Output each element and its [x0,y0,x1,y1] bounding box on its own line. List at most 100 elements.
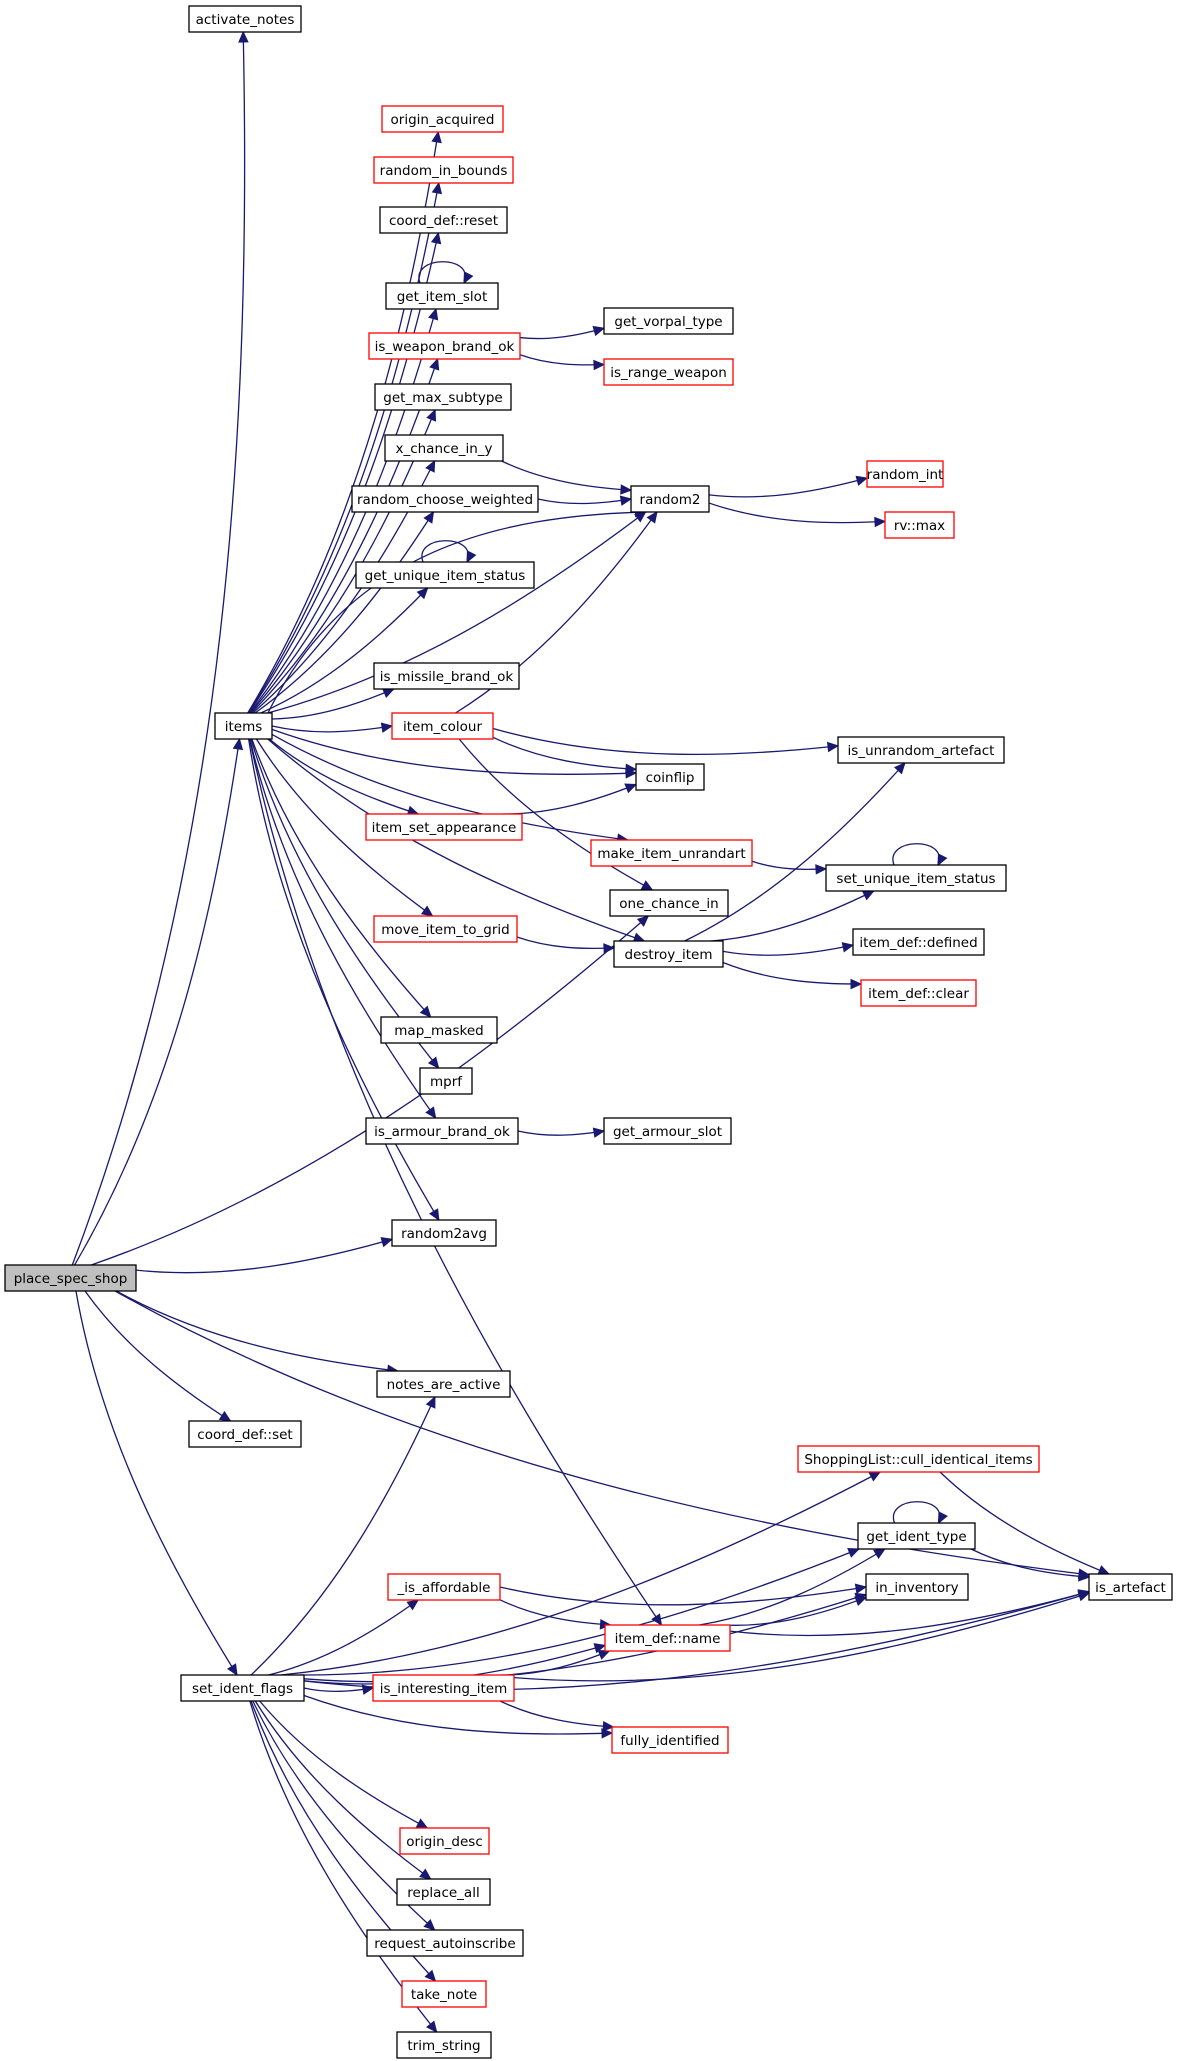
node-box[interactable] [351,485,539,513]
node-box[interactable] [387,1573,501,1601]
node-box[interactable] [380,1016,498,1044]
node-take-note[interactable]: take_note [401,1980,487,2008]
node-get-ident-type[interactable]: get_ident_type [857,1522,976,1550]
node-item-colour[interactable]: item_colour [391,712,494,740]
node-box[interactable] [857,1522,976,1550]
node-is-range-weapon[interactable]: is_range_weapon [603,358,734,386]
node-box[interactable] [1088,1573,1173,1601]
node-item-def-defined[interactable]: item_def::defined [852,928,985,956]
node-is-unrandom-artefact[interactable]: is_unrandom_artefact [837,736,1005,764]
node-box[interactable] [365,813,523,841]
node-destroy-item[interactable]: destroy_item [613,940,724,968]
node-one-chance-in[interactable]: one_chance_in [609,889,729,917]
node-move-item-to-grid[interactable]: move_item_to_grid [373,915,518,943]
node-random-choose-weighted[interactable]: random_choose_weighted [351,485,539,513]
node-box[interactable] [613,940,724,968]
node-random2avg[interactable]: random2avg [391,1219,497,1247]
node-random-in-bounds[interactable]: random_in_bounds [373,156,514,184]
node-box[interactable] [384,434,504,462]
node-get-vorpal-type[interactable]: get_vorpal_type [603,307,734,335]
node-box[interactable] [419,1067,473,1095]
node-box[interactable] [611,1726,729,1754]
node-is-weapon-brand-ok[interactable]: is_weapon_brand_ok [368,332,521,360]
node-box[interactable] [385,282,499,310]
node-place-spec-shop[interactable]: place_spec_shop [4,1264,137,1292]
node-replace-all[interactable]: replace_all [396,1878,491,1906]
node-fully-identified[interactable]: fully_identified [611,1726,729,1754]
node-box[interactable] [865,1573,969,1601]
node-map-masked[interactable]: map_masked [380,1016,498,1044]
node-request-autoinscribe[interactable]: request_autoinscribe [366,1929,524,1957]
node-box[interactable] [355,561,535,589]
node-box[interactable] [603,307,734,335]
node-in-inventory[interactable]: in_inventory [865,1573,969,1601]
node-box[interactable] [396,2031,492,2059]
node-set-unique-item-status[interactable]: set_unique_item_status [825,864,1007,892]
node-box[interactable] [391,712,494,740]
node-box[interactable] [188,1420,302,1448]
node-get-item-slot[interactable]: get_item_slot [385,282,499,310]
node-box[interactable] [365,1117,519,1145]
node-random-int[interactable]: random_int [866,460,944,488]
node-is-missile-brand-ok[interactable]: is_missile_brand_ok [373,662,520,690]
node-x-chance-in-y[interactable]: x_chance_in_y [384,434,504,462]
node-is-interesting-item[interactable]: is_interesting_item [372,1674,515,1702]
node-box[interactable] [630,485,710,513]
node-origin-desc[interactable]: origin_desc [399,1827,490,1855]
node-make-item-unrandart[interactable]: make_item_unrandart [590,839,753,867]
node-box[interactable] [825,864,1007,892]
node-box[interactable] [373,915,518,943]
node-is-armour-brand-ok[interactable]: is_armour_brand_ok [365,1117,519,1145]
node-box[interactable] [376,1370,511,1398]
node-set-ident-flags[interactable]: set_ident_flags [180,1674,305,1702]
node-notes-are-active[interactable]: notes_are_active [376,1370,511,1398]
node-mprf[interactable]: mprf [419,1067,473,1095]
node-box[interactable] [401,1980,487,2008]
node-coord-set[interactable]: coord_def::set [188,1420,302,1448]
node-box[interactable] [214,712,273,740]
node-box[interactable] [797,1445,1040,1473]
node-random2[interactable]: random2 [630,485,710,513]
node-is-affordable[interactable]: _is_affordable [387,1573,501,1601]
node-box[interactable] [866,460,944,488]
node-box[interactable] [590,839,753,867]
node-trim-string[interactable]: trim_string [396,2031,492,2059]
node-get-max-subtype[interactable]: get_max_subtype [374,383,512,411]
node-box[interactable] [4,1264,137,1292]
node-cull-identical-items[interactable]: ShoppingList::cull_identical_items [797,1445,1040,1473]
node-item-def-clear[interactable]: item_def::clear [860,979,977,1007]
node-box[interactable] [860,979,977,1007]
node-box[interactable] [396,1878,491,1906]
node-box[interactable] [366,1929,524,1957]
node-box[interactable] [391,1219,497,1247]
node-origin-acquired[interactable]: origin_acquired [381,105,504,133]
node-get-armour-slot[interactable]: get_armour_slot [603,1117,732,1145]
node-coord-reset[interactable]: coord_def::reset [379,206,508,234]
node-box[interactable] [604,1624,731,1652]
node-box[interactable] [603,358,734,386]
node-box[interactable] [399,1827,490,1855]
node-box[interactable] [368,332,521,360]
node-is-artefact[interactable]: is_artefact [1088,1573,1173,1601]
node-items[interactable]: items [214,712,273,740]
node-box[interactable] [188,5,302,33]
node-box[interactable] [635,763,705,791]
node-box[interactable] [373,662,520,690]
node-coinflip[interactable]: coinflip [635,763,705,791]
node-item-set-appearance[interactable]: item_set_appearance [365,813,523,841]
node-box[interactable] [372,1674,515,1702]
node-get-unique-item-status[interactable]: get_unique_item_status [355,561,535,589]
node-box[interactable] [374,383,512,411]
node-box[interactable] [884,511,955,539]
node-rv-max[interactable]: rv::max [884,511,955,539]
node-box[interactable] [180,1674,305,1702]
node-box[interactable] [852,928,985,956]
node-activate-notes[interactable]: activate_notes [188,5,302,33]
node-item-def-name[interactable]: item_def::name [604,1624,731,1652]
node-box[interactable] [379,206,508,234]
node-box[interactable] [381,105,504,133]
node-box[interactable] [609,889,729,917]
node-box[interactable] [837,736,1005,764]
node-box[interactable] [373,156,514,184]
node-box[interactable] [603,1117,732,1145]
